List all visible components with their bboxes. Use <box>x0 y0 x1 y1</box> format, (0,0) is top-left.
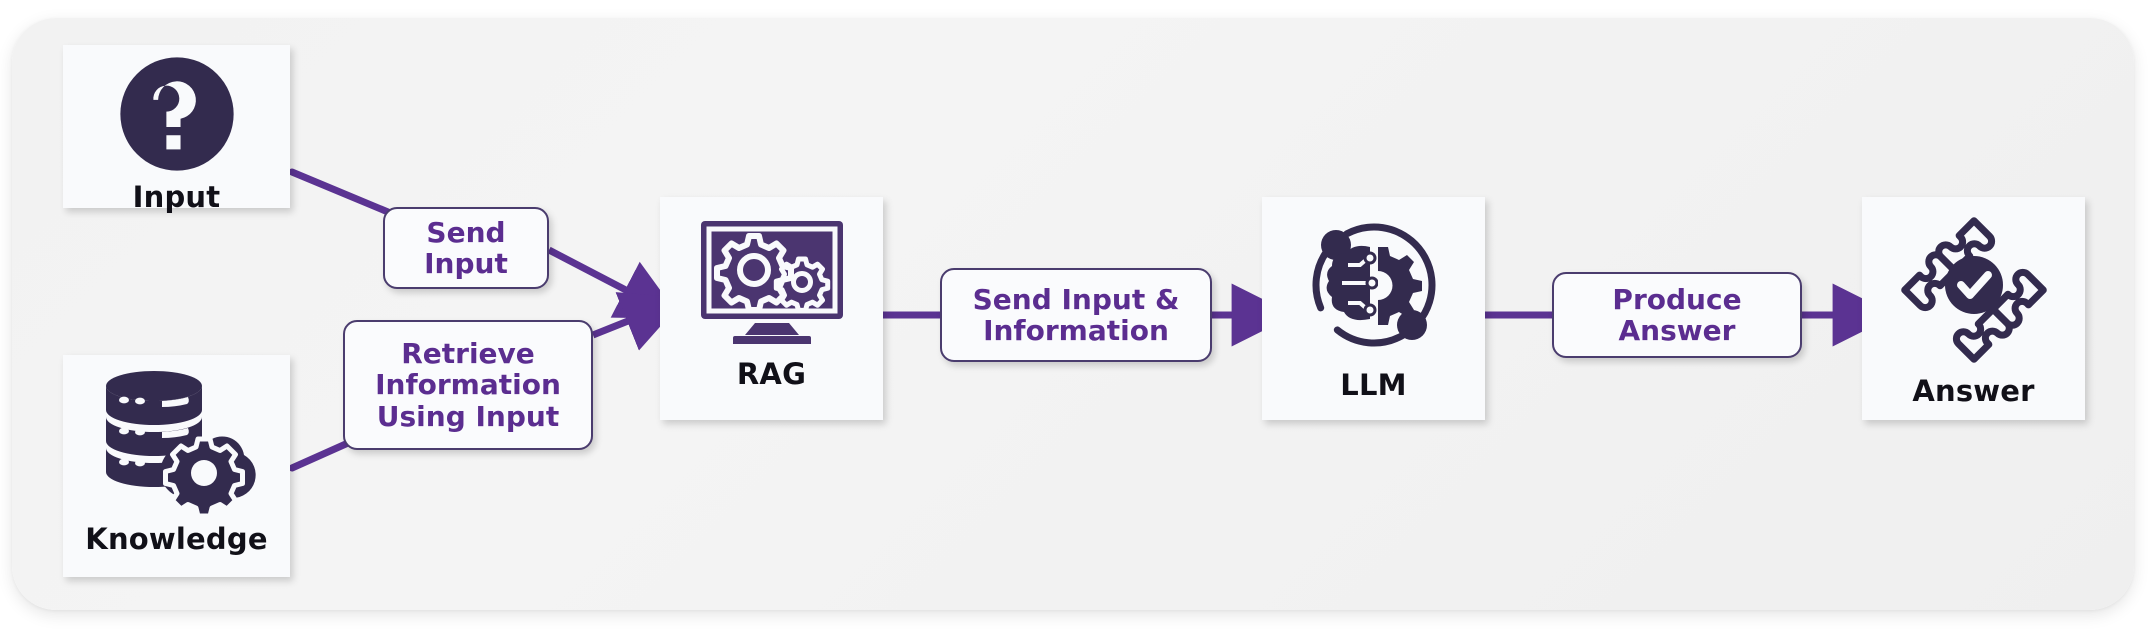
edge-label-line: Send Input & <box>972 282 1180 316</box>
node-answer[interactable]: Answer <box>1862 197 2085 420</box>
node-label: Knowledge <box>85 522 268 556</box>
edge-label-retrieve[interactable]: Retrieve Information Using Input <box>343 320 593 450</box>
edge-label-produce-answer[interactable]: Produce Answer <box>1552 272 1802 358</box>
node-knowledge[interactable]: Knowledge <box>63 355 290 577</box>
database-gear-icon <box>92 367 262 517</box>
node-rag[interactable]: RAG <box>660 197 883 420</box>
puzzle-check-icon <box>1899 215 2049 365</box>
edge-label-line: Answer <box>1618 314 1736 347</box>
brain-gear-circuit-icon <box>1302 213 1446 357</box>
node-label: RAG <box>736 357 807 391</box>
node-input[interactable]: Input <box>63 45 290 212</box>
node-label: Input <box>132 180 221 214</box>
edge-label-line: Information <box>375 368 561 402</box>
edge-label-line: Produce <box>1612 282 1742 316</box>
monitor-gears-icon <box>697 219 847 344</box>
edge-label-line: Send <box>426 215 506 249</box>
node-label: LLM <box>1340 368 1407 402</box>
node-label: Answer <box>1912 374 2035 408</box>
node-llm[interactable]: LLM <box>1262 197 1485 420</box>
edge-label-line: Using Input <box>376 399 560 433</box>
edge-label-line: Retrieve <box>401 336 535 370</box>
edge-label-line: Information <box>983 314 1169 347</box>
edge-label-line: Input <box>424 247 508 280</box>
edge-label-send-input[interactable]: Send Input <box>383 207 549 289</box>
question-mark-circle-icon <box>118 55 236 173</box>
edge-label-send-input-information[interactable]: Send Input & Information <box>940 268 1212 362</box>
